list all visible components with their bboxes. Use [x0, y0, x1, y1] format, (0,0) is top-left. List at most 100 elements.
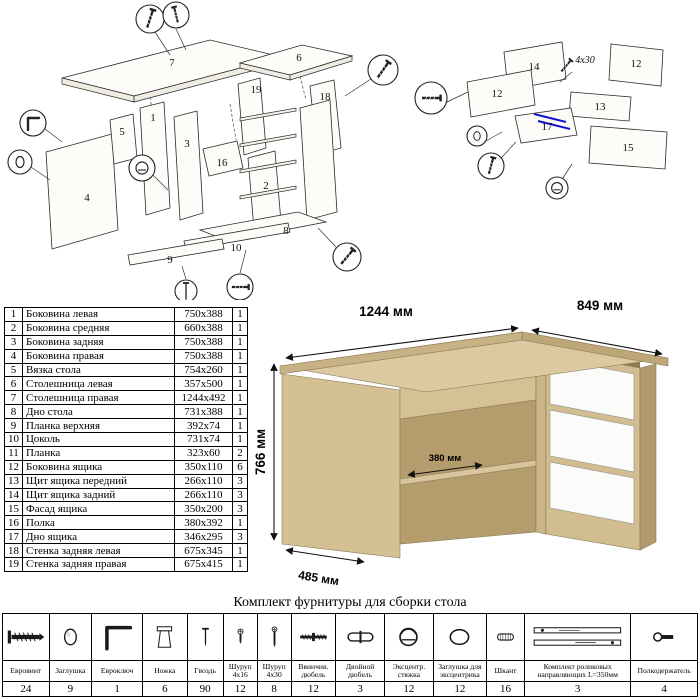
part-number: 17	[4, 529, 23, 545]
part-label-12b: 12	[492, 88, 503, 100]
part-size: 754x260	[174, 362, 233, 378]
part-name: Боковина ящика	[22, 459, 175, 475]
part-label-7: 7	[169, 57, 175, 69]
dowel-screw-icon	[292, 614, 336, 660]
part-size: 675x345	[174, 543, 233, 559]
part-number: 3	[4, 334, 23, 350]
part-label-10: 10	[231, 242, 243, 254]
part-qty: 3	[232, 473, 248, 489]
part-qty: 1	[232, 557, 248, 572]
drawer-front-3	[549, 461, 635, 525]
part-qty: 3	[232, 487, 248, 503]
exploded-views: 7 6 19 18 5 1 3 16 2 4 8 10 9	[7, 1, 668, 300]
part-label-3: 3	[184, 138, 190, 150]
part-name: Цоколь	[22, 432, 175, 447]
part-number: 2	[4, 320, 23, 336]
part-number: 5	[4, 362, 23, 378]
desk-render: 1244 мм 849 мм 766 мм 485 мм 380 мм	[253, 298, 669, 588]
part-size: 731x388	[174, 404, 233, 420]
part-number: 13	[4, 473, 23, 489]
screw-small-icon	[224, 614, 257, 660]
part-name: Боковина задняя	[22, 334, 175, 350]
hardware-kit-title: Комплект фурнитуры для сборки стола	[233, 595, 467, 610]
part-size: 731x74	[174, 432, 233, 447]
drawer-front-2	[549, 409, 635, 473]
part-number: 4	[4, 348, 23, 364]
hardware-item-name: Шуруп 4x16	[223, 660, 257, 681]
part-qty: 1	[232, 307, 248, 322]
part-qty: 1	[232, 390, 248, 406]
part-label-9: 9	[167, 254, 173, 266]
hardware-item-qty: 12	[223, 681, 257, 696]
part-size: 380x392	[174, 515, 233, 531]
part-number: 9	[4, 418, 23, 434]
part-label-12a: 12	[631, 58, 642, 70]
part-name: Боковина правая	[22, 348, 175, 364]
part-name: Щит ящика задний	[22, 487, 175, 503]
dim-shelf: 380 мм	[429, 453, 462, 464]
hardware-item-name: Двойной дюбель	[336, 660, 385, 681]
part-name: Боковина средняя	[22, 320, 175, 336]
hardware-item-name: Полкодержатель	[631, 660, 697, 681]
leg-icon	[143, 614, 187, 660]
part-number: 16	[4, 515, 23, 531]
part-label-18: 18	[320, 91, 332, 103]
hardware-item-qty: 12	[291, 681, 336, 696]
part-number: 12	[4, 459, 23, 475]
part-size: 675x415	[174, 557, 233, 572]
hardware-item-qty: 3	[336, 681, 385, 696]
part-qty: 6	[232, 459, 248, 475]
rails-icon	[525, 614, 630, 660]
part-name: Планка верхняя	[22, 418, 175, 434]
part-size: 350x110	[174, 459, 233, 475]
part-qty: 3	[232, 501, 248, 517]
part-label-17: 17	[542, 121, 554, 133]
part-size: 392x74	[174, 418, 233, 434]
part-number: 1	[4, 307, 23, 322]
part-label-2: 2	[263, 180, 269, 192]
part-name: Фасад ящика	[22, 501, 175, 517]
part-label-13: 13	[595, 101, 607, 113]
part-label-6: 6	[296, 52, 302, 64]
part-qty: 1	[232, 362, 248, 378]
screw-size-annotation: 4x30	[575, 55, 594, 66]
part-label-19: 19	[251, 84, 263, 96]
hardware-item-name: Заглушка	[49, 660, 92, 681]
hardware-item-name: Гвоздь	[187, 660, 223, 681]
part-label-15: 15	[623, 142, 635, 154]
part-size: 350x200	[174, 501, 233, 517]
cap-icon	[50, 614, 91, 660]
part-label-5: 5	[119, 126, 125, 138]
part-qty: 1	[232, 348, 248, 364]
part-size: 1244x492	[174, 390, 233, 406]
hardware-item-name: Ножка	[143, 660, 187, 681]
part-label-8: 8	[283, 225, 289, 237]
part-qty: 1	[232, 320, 248, 336]
cam-icon	[385, 614, 433, 660]
screw-long-icon	[258, 614, 291, 660]
hardware-item-qty: 12	[385, 681, 433, 696]
hardware-item-qty: 24	[3, 681, 49, 696]
hardware-item-qty: 16	[486, 681, 525, 696]
part-qty: 1	[232, 404, 248, 420]
hardware-item-qty: 4	[631, 681, 697, 696]
hardware-item-name: Эксцентр. стяжка	[385, 660, 433, 681]
part-size: 750x388	[174, 334, 233, 350]
part-number: 8	[4, 404, 23, 420]
